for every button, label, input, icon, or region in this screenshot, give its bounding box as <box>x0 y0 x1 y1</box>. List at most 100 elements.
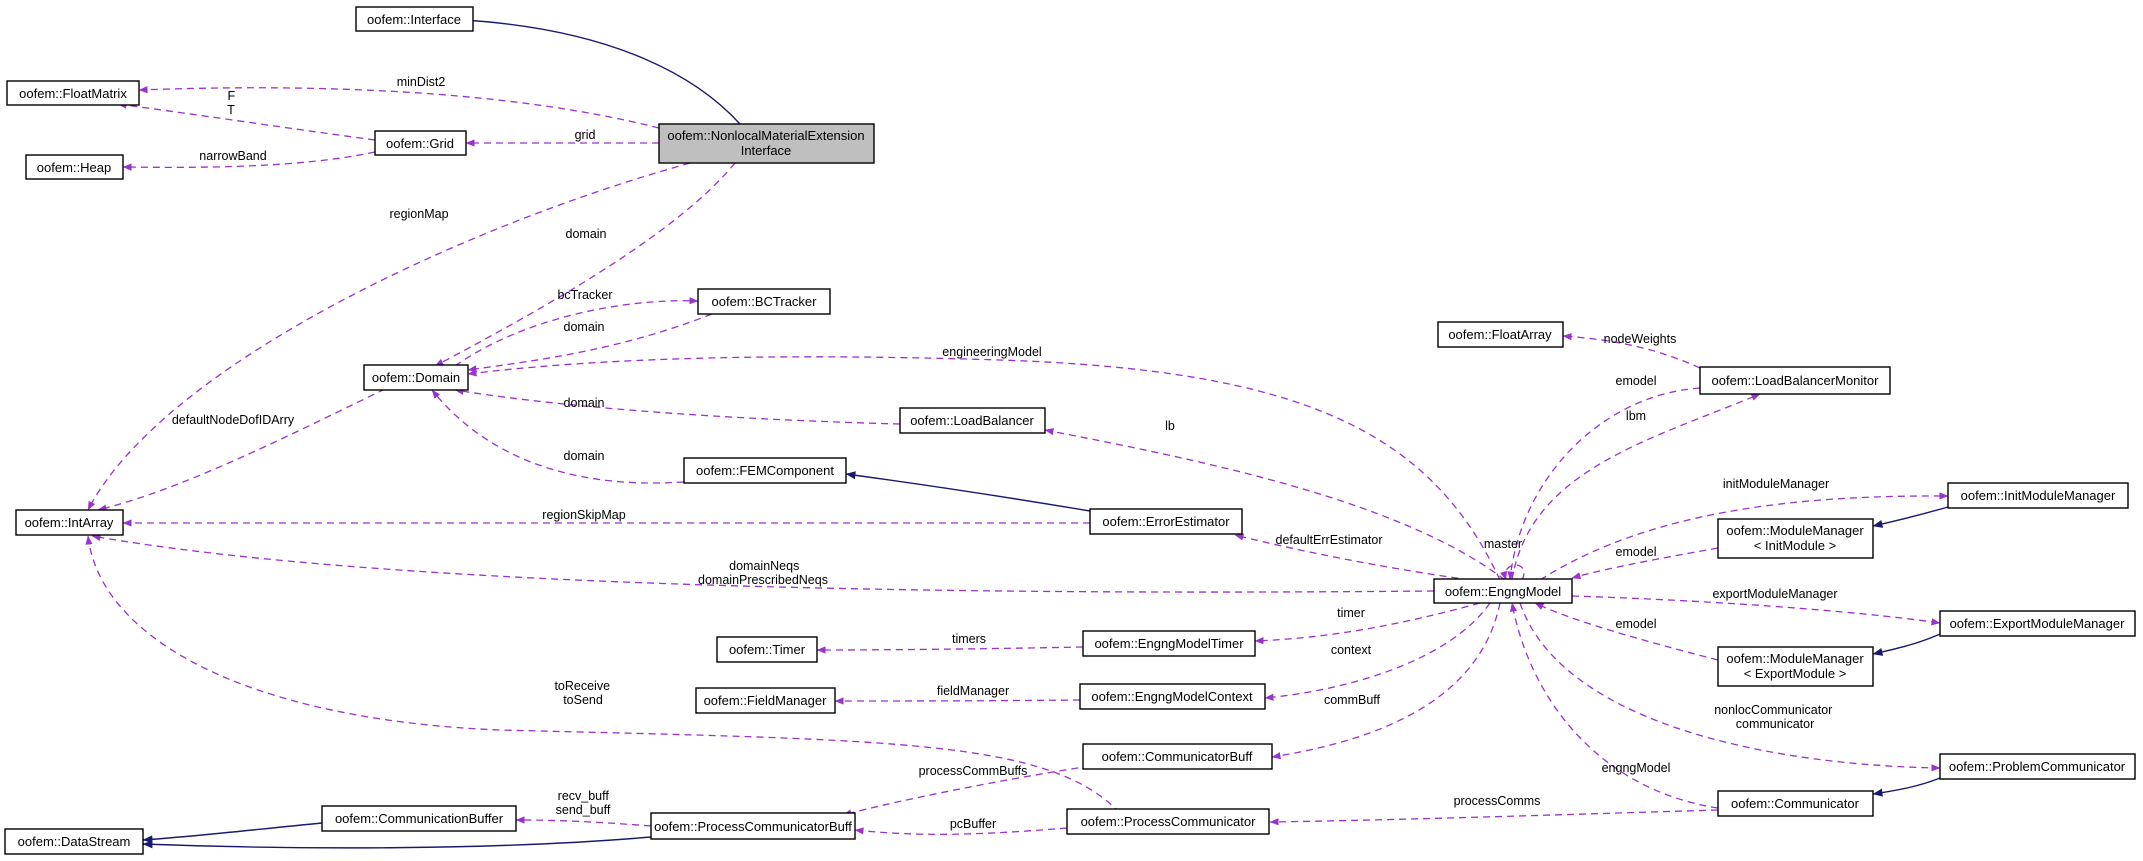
node-load-balancer-monitor[interactable]: oofem::LoadBalancerMonitor <box>1699 366 1891 395</box>
svg-text:oofem::InitModuleManager: oofem::InitModuleManager <box>1961 488 2116 503</box>
edge-errorestimator-to-femcomponent <box>845 471 1091 512</box>
edge-narrowBand <box>122 151 376 171</box>
node-fem-component[interactable]: oofem::FEMComponent <box>683 457 847 484</box>
edge-label-timers: timers <box>952 632 986 646</box>
edge-nodeWeights <box>1562 333 1701 369</box>
node-engng-model-timer[interactable]: oofem::EngngModelTimer <box>1082 630 1256 657</box>
edge-processCommBuffs <box>842 765 1091 817</box>
node-module-manager-export-module[interactable]: oofem::ModuleManager < ExportModule > <box>1717 646 1874 687</box>
node-export-module-manager[interactable]: oofem::ExportModuleManager <box>1939 610 2136 637</box>
node-nonlocal-material-extension-interface[interactable]: oofem::NonlocalMaterialExtension Interfa… <box>658 123 875 164</box>
node-communication-buffer[interactable]: oofem::CommunicationBuffer <box>321 805 517 832</box>
node-process-communicator-buff[interactable]: oofem::ProcessCommunicatorBuff <box>650 812 856 840</box>
node-float-matrix[interactable]: oofem::FloatMatrix <box>6 80 140 106</box>
edge-regionMap <box>87 162 691 511</box>
svg-text:oofem::Domain: oofem::Domain <box>372 370 460 385</box>
edge-label-processCommBuffs: processCommBuffs <box>919 764 1028 778</box>
edge-label-lb: lb <box>1165 419 1175 433</box>
edge-engngModel-communicator <box>1510 602 1719 809</box>
edge-timer <box>1254 602 1481 645</box>
svg-text:oofem::IntArray: oofem::IntArray <box>25 515 114 530</box>
node-domain[interactable]: oofem::Domain <box>363 364 469 391</box>
edge-label-domain-femcomponent: domain <box>564 449 605 463</box>
edge-label-lbm: lbm <box>1626 409 1646 423</box>
svg-text:oofem::Heap: oofem::Heap <box>37 160 111 175</box>
edge-toReceive <box>85 535 1121 814</box>
svg-text:oofem::LoadBalancerMonitor: oofem::LoadBalancerMonitor <box>1712 373 1880 388</box>
edge-label-recv-buff: recv_buff send_buff <box>556 789 613 817</box>
edge-label-regionMap: regionMap <box>389 207 448 221</box>
edge-exportmodulemanager-to-modulemanager <box>1872 633 1941 656</box>
svg-text:oofem::Communicator: oofem::Communicator <box>1731 796 1860 811</box>
edge-label-timer: timer <box>1337 606 1365 620</box>
edge-label-master: master <box>1484 537 1522 551</box>
svg-text:oofem::FieldManager: oofem::FieldManager <box>704 693 828 708</box>
node-init-module-manager[interactable]: oofem::InitModuleManager <box>1947 482 2129 509</box>
svg-text:oofem::Timer: oofem::Timer <box>729 642 806 657</box>
svg-text:oofem::ProcessCommunicatorBuff: oofem::ProcessCommunicatorBuff <box>654 819 852 834</box>
node-data-stream[interactable]: oofem::DataStream <box>4 828 144 855</box>
edge-label-processComms: processComms <box>1454 794 1541 808</box>
edge-domain-nonlocal <box>434 162 736 367</box>
node-int-array[interactable]: oofem::IntArray <box>15 509 124 536</box>
edge-engineeringModel <box>467 356 1501 581</box>
edge-label-domain-loadbalancer: domain <box>564 396 605 410</box>
node-process-communicator[interactable]: oofem::ProcessCommunicator <box>1066 808 1270 835</box>
edge-label-domainNeqs: domainNeqs domainPrescribedNeqs <box>698 559 828 587</box>
svg-text:oofem::ExportModuleManager: oofem::ExportModuleManager <box>1950 616 2126 631</box>
edge-label-domain-bctracker: domain <box>564 320 605 334</box>
edge-lb <box>1044 428 1506 581</box>
svg-text:oofem::LoadBalancer: oofem::LoadBalancer <box>910 413 1034 428</box>
node-engng-model[interactable]: oofem::EngngModel <box>1433 578 1573 604</box>
edge-label-f-t: F T <box>227 89 238 117</box>
edge-label-pcBuffer: pcBuffer <box>950 817 996 831</box>
edge-label-grid: grid <box>575 128 596 142</box>
edge-communicationbuffer-to-datastream <box>142 822 323 844</box>
node-module-manager-init-module[interactable]: oofem::ModuleManager < InitModule > <box>1717 518 1874 559</box>
edge-fieldManager <box>834 697 1081 705</box>
svg-text:oofem::ErrorEstimator: oofem::ErrorEstimator <box>1102 514 1230 529</box>
edge-label-nonlocCommunicator: nonlocCommunicator communicator <box>1714 703 1836 731</box>
edge-emodel-modulemanager-export <box>1534 602 1719 661</box>
edge-domain-loadbalancer <box>454 387 901 425</box>
edge-initModuleManager <box>1539 492 1949 581</box>
svg-text:oofem::Interface: oofem::Interface <box>367 12 461 27</box>
svg-text:oofem::ModuleManager: oofem::ModuleManager <box>1726 651 1864 666</box>
edge-problemcommunicator-to-communicator <box>1872 777 1941 797</box>
node-load-balancer[interactable]: oofem::LoadBalancer <box>899 407 1046 434</box>
node-bc-tracker[interactable]: oofem::BCTracker <box>697 288 831 315</box>
node-error-estimator[interactable]: oofem::ErrorEstimator <box>1089 508 1243 535</box>
edge-timers <box>816 646 1084 654</box>
edge-grid-to-floatmatrix <box>117 101 376 141</box>
edge-nonlocal-to-interface <box>463 16 741 125</box>
edge-label-initModuleManager: initModuleManager <box>1723 477 1829 491</box>
edge-commBuff <box>1271 602 1501 760</box>
node-communicator[interactable]: oofem::Communicator <box>1717 790 1874 817</box>
svg-text:oofem::CommunicatorBuff: oofem::CommunicatorBuff <box>1102 749 1253 764</box>
edge-exportModuleManager <box>1571 595 1941 626</box>
edge-domain-bctracker <box>467 313 713 373</box>
edge-label-defaultErrEstimator: defaultErrEstimator <box>1276 533 1383 547</box>
edge-label-minDist2: minDist2 <box>397 75 446 89</box>
edge-label-engngModel: engngModel <box>1602 761 1671 775</box>
edge-emodel-modulemanager-init <box>1571 547 1719 580</box>
edge-processComms <box>1269 809 1719 826</box>
svg-text:oofem::BCTracker: oofem::BCTracker <box>712 294 818 309</box>
svg-text:oofem::Grid: oofem::Grid <box>386 136 454 151</box>
edge-label-emodel-init: emodel <box>1616 545 1657 559</box>
edge-label-context: context <box>1331 643 1372 657</box>
node-grid[interactable]: oofem::Grid <box>374 130 467 156</box>
svg-text:oofem::ModuleManager: oofem::ModuleManager <box>1726 523 1864 538</box>
node-engng-model-context[interactable]: oofem::EngngModelContext <box>1079 683 1266 710</box>
node-field-manager[interactable]: oofem::FieldManager <box>695 687 836 714</box>
node-problem-communicator[interactable]: oofem::ProblemCommunicator <box>1939 753 2136 780</box>
edge-label-toReceive: toReceive toSend <box>554 679 613 707</box>
svg-text:oofem::EngngModelTimer: oofem::EngngModelTimer <box>1094 636 1244 651</box>
node-heap[interactable]: oofem::Heap <box>25 154 124 180</box>
node-communicator-buff[interactable]: oofem::CommunicatorBuff <box>1082 743 1273 770</box>
node-interface[interactable]: oofem::Interface <box>355 6 474 32</box>
node-timer[interactable]: oofem::Timer <box>716 636 818 663</box>
svg-text:oofem::NonlocalMaterialExtensi: oofem::NonlocalMaterialExtension <box>667 128 864 143</box>
node-float-array[interactable]: oofem::FloatArray <box>1437 321 1564 348</box>
